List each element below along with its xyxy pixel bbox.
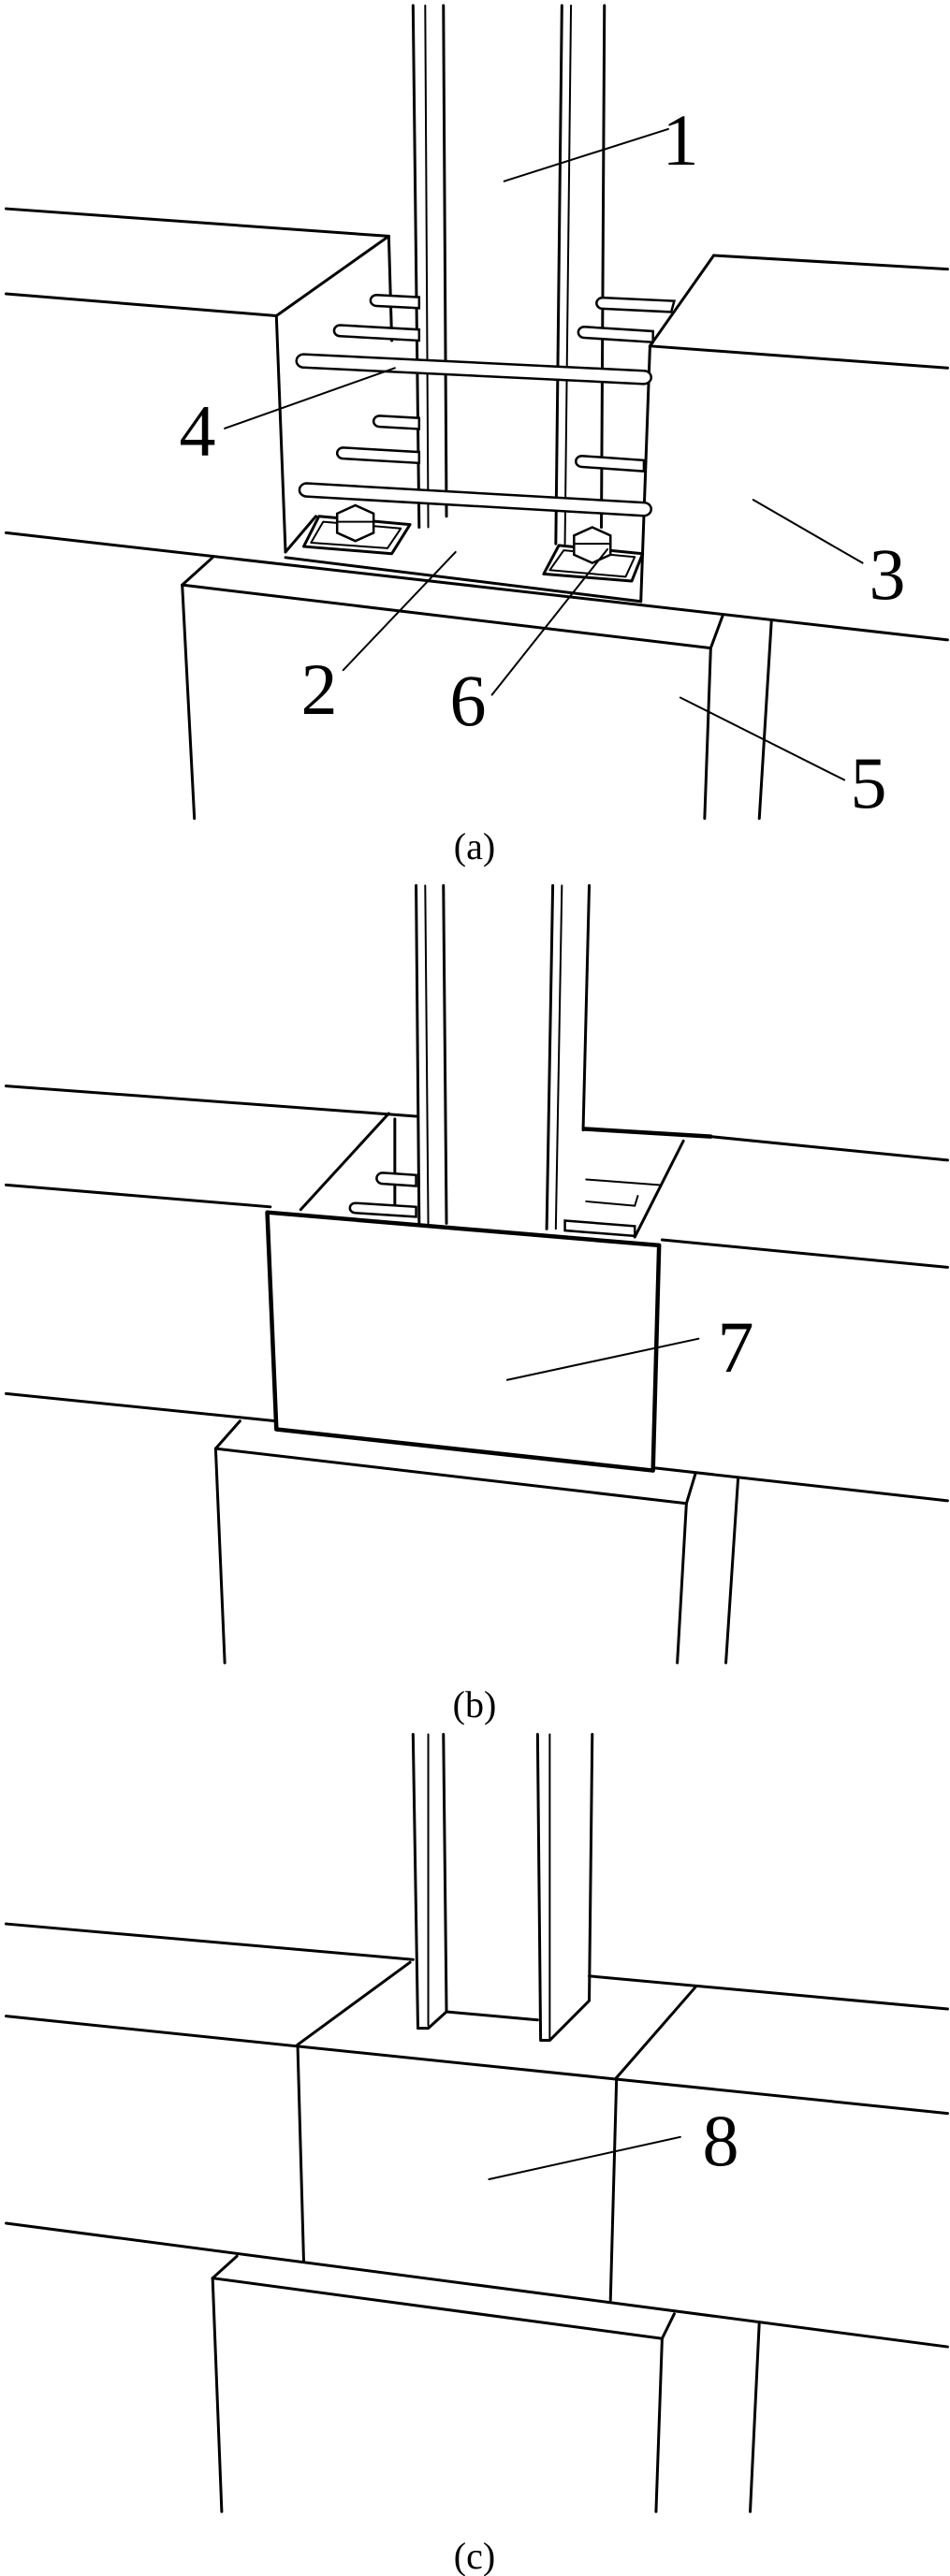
lower-column [215,1421,738,1663]
caption-b: (b) [453,1683,497,1725]
label-5: 5 [851,742,887,823]
reinforcing-bars [297,295,675,516]
label-1: 1 [663,99,699,181]
panel-a: 1 4 2 6 3 5 (a) [6,6,947,867]
right-beam [641,255,948,602]
steel-column [417,885,590,1229]
concrete-joint [298,2045,617,2300]
label-4: 4 [180,390,216,472]
label-8: 8 [703,2100,739,2181]
bolt-nuts [337,505,610,563]
label-6: 6 [450,660,487,741]
formwork [268,1213,660,1471]
leader-line-7 [507,1339,698,1380]
panel-b: 7 (b) [6,885,947,1725]
leader-lines [225,129,862,780]
steel-column [413,1735,592,2041]
steel-column [413,6,604,544]
base-plates [304,517,643,581]
caption-c: (c) [454,2535,495,2576]
lower-column [212,2256,759,2511]
panel-c: 8 (c) [6,1735,947,2576]
left-beam [6,209,391,552]
reinforcing-bars [350,1172,659,1236]
caption-a: (a) [454,825,495,867]
lower-column [183,558,772,819]
label-7: 7 [718,1306,754,1388]
label-3: 3 [870,533,906,615]
leader-line-8 [489,2137,680,2179]
label-2: 2 [301,648,338,730]
